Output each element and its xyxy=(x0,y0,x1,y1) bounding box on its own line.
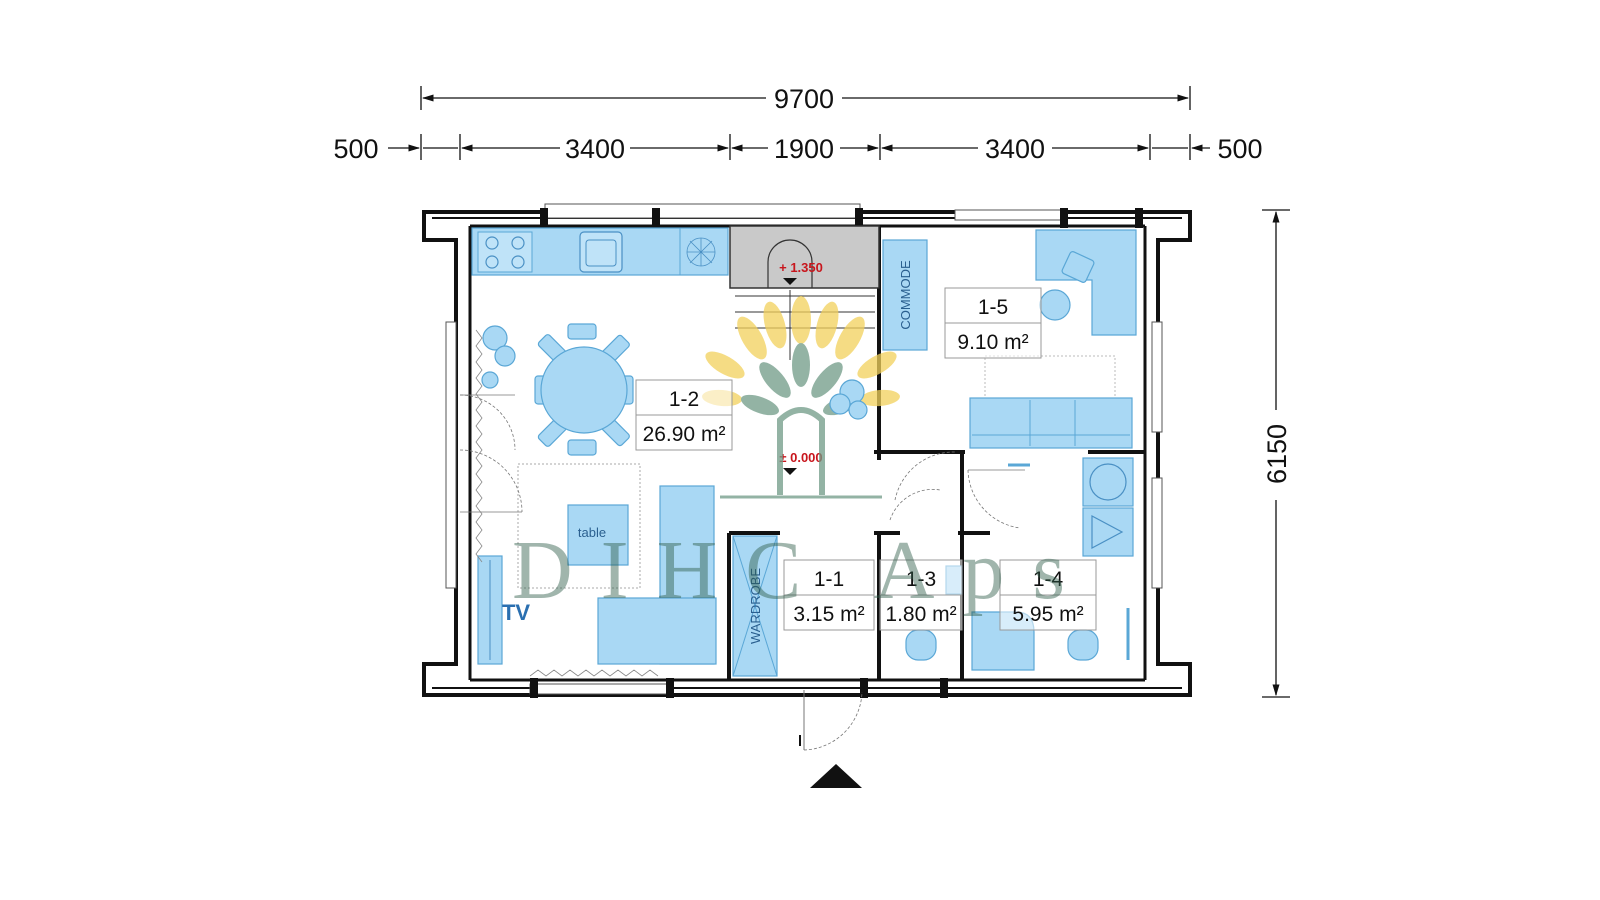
wardrobe: WARDROBE xyxy=(732,535,778,677)
plant-icon xyxy=(481,325,868,420)
entrance-arrow-icon xyxy=(810,764,862,788)
room-label-1-3: 1-3 1.80 m² xyxy=(879,559,963,631)
dimension-overall-width: 9700 xyxy=(774,84,834,114)
room-label-1-1: 1-1 3.15 m² xyxy=(783,559,875,631)
living-area: table TV xyxy=(459,329,717,677)
commode-label: COMMODE xyxy=(898,260,913,330)
svg-text:1-4: 1-4 xyxy=(1033,568,1064,591)
svg-text:1-1: 1-1 xyxy=(814,568,844,591)
dining-table xyxy=(534,323,634,456)
svg-text:1-5: 1-5 xyxy=(978,296,1008,319)
watermark: DIHC Aps xyxy=(512,524,1093,617)
bedroom-furniture: COMMODE xyxy=(882,229,1137,467)
room-label-1-4: 1-4 5.95 m² xyxy=(999,559,1097,631)
room-label-1-2: 1-2 26.90 m² xyxy=(635,379,733,451)
svg-text:1-2: 1-2 xyxy=(669,388,699,411)
svg-text:26.90 m²: 26.90 m² xyxy=(643,423,726,446)
dimension-segment-1: 500 xyxy=(333,134,378,164)
dimension-segment-2: 3400 xyxy=(565,134,625,164)
dimension-segment-4: 3400 xyxy=(985,134,1045,164)
svg-text:1-3: 1-3 xyxy=(906,568,936,591)
entrance-door-icon xyxy=(799,690,863,751)
staircase: + 1.350 ± 0.000 xyxy=(729,225,880,475)
dimension-overall-depth: 6150 xyxy=(1262,424,1292,484)
tv-label: TV xyxy=(502,600,530,625)
dimension-segment-5: 500 xyxy=(1217,134,1262,164)
wardrobe-label: WARDROBE xyxy=(748,568,763,644)
dimension-segment-3: 1900 xyxy=(774,134,834,164)
dimension-lines: 9700 500 3400 1900 3400 500 6150 xyxy=(333,84,1292,698)
table-label: table xyxy=(578,525,606,540)
svg-text:9.10 m²: 9.10 m² xyxy=(957,331,1028,354)
svg-text:1.80 m²: 1.80 m² xyxy=(885,603,956,626)
svg-text:5.95 m²: 5.95 m² xyxy=(1012,603,1083,626)
svg-text:3.15 m²: 3.15 m² xyxy=(793,603,864,626)
elevation-ground: ± 0.000 xyxy=(779,450,822,465)
room-label-1-5: 1-5 9.10 m² xyxy=(944,287,1042,359)
elevation-upper: + 1.350 xyxy=(779,260,823,275)
kitchen-counter xyxy=(471,227,729,276)
